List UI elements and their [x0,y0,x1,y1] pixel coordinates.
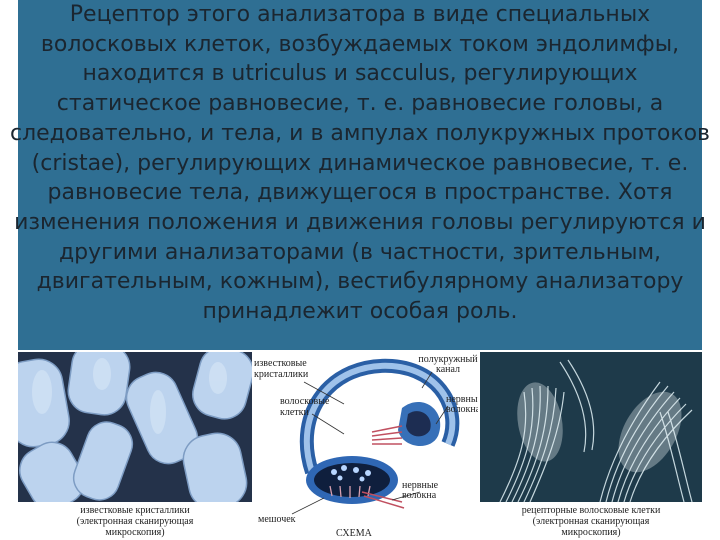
left-caption-line: (электронная сканирующая [77,516,194,527]
title-band [18,0,702,350]
label-crystals: кристаллики [254,369,309,380]
label-nerve-top: нервные [446,394,478,405]
body-line: другими анализаторами (в частности, зрит… [58,239,662,265]
left-caption-line: известковые кристаллики [80,505,190,516]
body-text: Рецептор этого анализатора в виде специа… [9,2,711,325]
scheme-drawing: известковые кристаллики полукружный кана… [252,352,478,538]
body-line: волосковых клеток, возбуждаемых током эн… [40,31,680,57]
hair-cells-image: рецепторные волосковые клетки (электронн… [480,352,702,538]
label-hair-cells: волосковые [280,396,330,407]
label-nerve-top: волокна [446,404,478,415]
label-nerve-bottom: нервные [402,480,439,491]
body-line: статическое равновесие, т. е. равновесие… [56,91,664,117]
crystals-image: известковые кристаллики (электронная ска… [18,352,252,538]
left-caption-line: микроскопия) [105,527,164,538]
right-caption-line: рецепторные волосковые клетки [522,505,661,516]
body-line: двигательным, кожным), вестибулярному ан… [36,269,684,295]
label-hair-cells: клетки [280,407,310,418]
body-line: принадлежит особая роль. [202,299,518,325]
body-line: находится в utriculus и sacculus, регули… [82,61,638,87]
crystals-micrograph: известковые кристаллики (электронная ска… [18,352,252,538]
body-line: равновесие тела, движущегося в пространс… [47,180,673,206]
label-scheme: СХЕМА [336,528,373,538]
hair-cells-micrograph: рецепторные волосковые клетки (электронн… [480,352,702,538]
vestibular-scheme: известковые кристаллики полукружный кана… [252,352,478,538]
label-sac: мешочек [258,514,296,525]
body-line: Рецептор этого анализатора в виде специа… [69,2,651,27]
right-caption-line: микроскопия) [561,527,620,538]
label-canal: канал [436,364,460,375]
body-line: следовательно, и тела, и в ампулах полук… [9,120,711,146]
label-crystals: известковые [254,358,307,369]
label-nerve-bottom: волокна [402,490,437,501]
body-line: (cristae), регулирующих динамическое рав… [31,150,689,176]
body-line: изменения положения и движения головы ре… [14,209,706,235]
right-caption-line: (электронная сканирующая [533,516,650,527]
label-canal: полукружный [418,354,478,365]
